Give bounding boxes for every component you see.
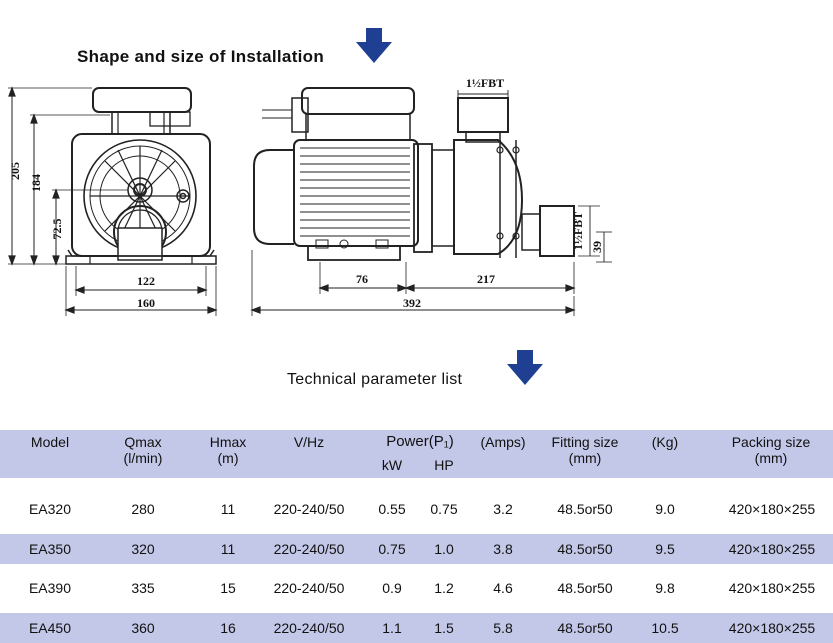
cell-kg: 9.0: [655, 501, 675, 517]
cell-hp: 1.2: [434, 580, 454, 596]
cell-hp: 1.0: [434, 541, 454, 557]
cell-model: EA450: [28, 620, 72, 636]
front-view: [8, 86, 218, 316]
cell-kw: 0.75: [378, 541, 406, 557]
header-hmax: Hmax: [209, 434, 247, 450]
dim-foot-outer: 160: [137, 296, 155, 310]
installation-title: Shape and size of Installation: [77, 47, 325, 66]
cell-vhz: 220-240/50: [273, 580, 345, 596]
header-fitting-unit: (mm): [568, 450, 602, 466]
dim-base-left: 76: [356, 272, 368, 286]
header-packing-unit: (mm): [754, 450, 788, 466]
cell-packing: 420×180×255: [728, 580, 816, 596]
dim-top-fitting: 1½FBT: [465, 76, 505, 90]
cell-vhz: 220-240/50: [273, 541, 345, 557]
cell-model: EA320: [28, 501, 72, 517]
table-row: EA320 280 11 220-240/50 0.55 0.75 3.2 48…: [0, 494, 833, 524]
cell-qmax: 320: [131, 541, 155, 557]
dim-base-right: 217: [477, 272, 495, 286]
header-qmax-unit: (l/min): [123, 450, 163, 466]
dim-total-length: 392: [403, 296, 421, 310]
cell-kg: 10.5: [651, 620, 679, 636]
cell-kw: 1.1: [382, 620, 402, 636]
cell-amps: 3.2: [493, 501, 513, 517]
header-qmax: Qmax: [124, 434, 162, 450]
cell-kg: 9.5: [655, 541, 675, 557]
cell-packing: 420×180×255: [728, 501, 816, 517]
cell-vhz: 220-240/50: [273, 620, 345, 636]
cell-fitting: 48.5or50: [557, 580, 613, 596]
header-fitting: Fitting size: [551, 434, 619, 450]
cell-hp: 1.5: [434, 620, 454, 636]
cell-kw: 0.55: [378, 501, 406, 517]
header-kg: (Kg): [651, 434, 679, 450]
cell-amps: 4.6: [493, 580, 513, 596]
header-power: Power(P₁): [386, 433, 454, 450]
dim-foot-inner: 122: [137, 274, 155, 288]
cell-fitting: 48.5or50: [557, 620, 613, 636]
header-model: Model: [30, 434, 70, 450]
header-hmax-unit: (m): [217, 450, 239, 466]
dim-total-height: 205: [8, 162, 22, 180]
cell-hmax: 11: [220, 541, 236, 557]
side-view: [250, 87, 612, 316]
table-row: EA450 360 16 220-240/50 1.1 1.5 5.8 48.5…: [0, 613, 833, 643]
cell-qmax: 360: [131, 620, 155, 636]
header-amps: (Amps): [480, 434, 526, 450]
table-row: EA350 320 11 220-240/50 0.75 1.0 3.8 48.…: [0, 534, 833, 564]
table-row: EA390 335 15 220-240/50 0.9 1.2 4.6 48.5…: [0, 573, 833, 603]
dim-side-fitting: 1½FBT: [571, 211, 585, 251]
cell-hp: 0.75: [430, 501, 458, 517]
cell-hmax: 11: [220, 501, 236, 517]
cell-fitting: 48.5or50: [557, 541, 613, 557]
cell-amps: 3.8: [493, 541, 513, 557]
cell-amps: 5.8: [493, 620, 513, 636]
cell-hmax: 16: [220, 620, 236, 636]
cell-model: EA390: [28, 580, 72, 596]
parameter-table: Model Qmax (l/min) Hmax (m) V/Hz Power(P…: [0, 430, 833, 643]
cell-fitting: 48.5or50: [557, 501, 613, 517]
cell-qmax: 280: [131, 501, 155, 517]
header-packing: Packing size: [731, 434, 811, 450]
header-vhz: V/Hz: [293, 434, 325, 450]
arrow-down-icon: [356, 28, 392, 63]
dim-axis-height: 184: [29, 174, 43, 192]
header-hp: HP: [434, 457, 454, 473]
dim-outlet-height: 72.5: [50, 218, 64, 240]
dim-fitting-height: 39: [590, 241, 604, 253]
cell-packing: 420×180×255: [728, 620, 816, 636]
parameters-title: Technical parameter list: [287, 371, 463, 388]
table-header: Model Qmax (l/min) Hmax (m) V/Hz Power(P…: [0, 430, 833, 478]
arrow-down-icon: [507, 350, 543, 385]
cell-packing: 420×180×255: [728, 541, 816, 557]
cell-vhz: 220-240/50: [273, 501, 345, 517]
cell-kw: 0.9: [382, 580, 402, 596]
cell-hmax: 15: [220, 580, 236, 596]
cell-kg: 9.8: [655, 580, 675, 596]
header-kw: kW: [381, 457, 403, 473]
installation-drawing: [8, 86, 612, 316]
cell-model: EA350: [28, 541, 72, 557]
cell-qmax: 335: [131, 580, 155, 596]
